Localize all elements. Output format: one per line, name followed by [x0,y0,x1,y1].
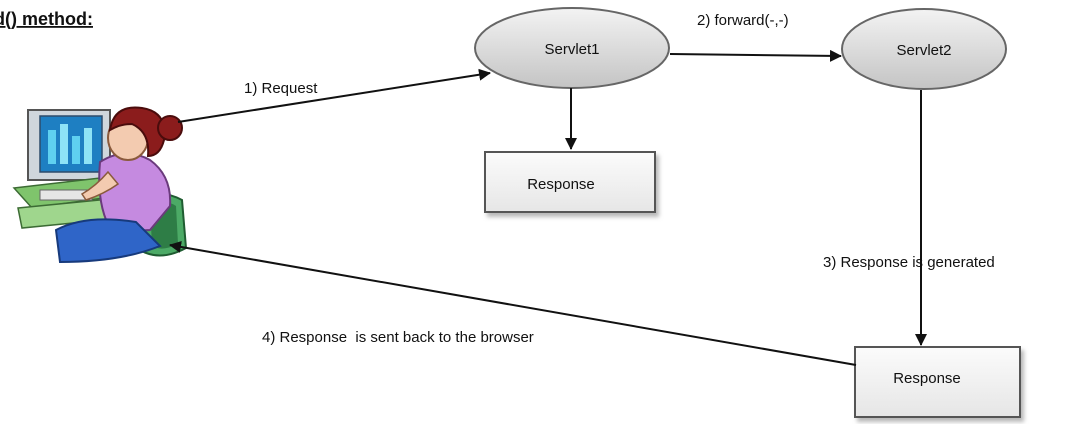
response1-label: Response [527,176,595,193]
forward-label: 2) forward(-,-) [697,12,789,29]
response2-label: Response [893,370,961,387]
servlet1-node: Servlet1 [474,7,670,89]
generated-label: 3) Response is generated [823,254,995,271]
diagram-title: d() method: [0,9,93,29]
response2-box: Response [854,346,1021,418]
request-arrow [177,68,491,123]
servlet2-label: Servlet2 [896,42,951,59]
sent-back-label: 4) Response is sent back to the browser [262,329,534,346]
forward-arrow [669,49,842,62]
servlet2-node: Servlet2 [841,8,1007,90]
request-label: 1) Request [244,80,318,97]
user-at-computer-icon [12,106,188,264]
servlet1-label: Servlet1 [544,41,599,58]
response1-box: Response [484,151,656,213]
sent-back-arrow [169,240,857,366]
